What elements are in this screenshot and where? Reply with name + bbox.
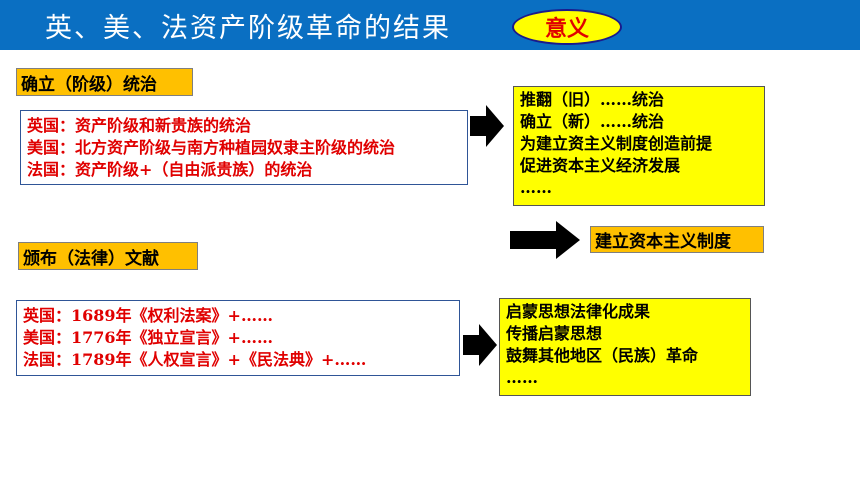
section2-list: 英国：1689年《权利法案》+…… 美国：1776年《独立宣言》+…… 法国：1…	[16, 300, 460, 376]
section1-item: 法国：资产阶级+（自由派贵族）的统治	[27, 160, 313, 179]
section1-meaning-item: 为建立资主义制度创造前提	[520, 134, 713, 153]
section1-item: 英国：资产阶级和新贵族的统治	[27, 116, 252, 135]
section2-item: 英国：1689年《权利法案》+……	[23, 306, 273, 325]
section1-meaning-item: 促进资本主义经济发展	[520, 156, 681, 175]
section1-item: 美国：北方资产阶级与南方种植园奴隶主阶级的统治	[27, 138, 396, 157]
section2-meaning-item: ……	[506, 368, 538, 387]
header-bar: 英、美、法资产阶级革命的结果 意义	[0, 0, 860, 50]
section1-meaning-box: 推翻（旧）……统治 确立（新）……统治 为建立资主义制度创造前提 促进资本主义经…	[513, 86, 765, 206]
section1-meaning-item: ……	[520, 178, 552, 197]
section2-meaning-item: 传播启蒙思想	[506, 324, 603, 343]
right-arrow-icon	[510, 221, 580, 259]
section1-meaning-item: 推翻（旧）……统治	[520, 90, 665, 109]
right-arrow-icon	[470, 105, 504, 147]
section2-label: 颁布（法律）文献	[18, 242, 198, 270]
section2-item: 美国：1776年《独立宣言》+……	[23, 328, 273, 347]
section2-meaning-box: 启蒙思想法律化成果 传播启蒙思想 鼓舞其他地区（民族）革命 ……	[499, 298, 751, 396]
result-box: 建立资本主义制度	[590, 226, 764, 253]
section1-meaning-item: 确立（新）……统治	[520, 112, 665, 131]
section1-label: 确立（阶级）统治	[16, 68, 193, 96]
section2-meaning-item: 启蒙思想法律化成果	[506, 302, 651, 321]
page-title: 英、美、法资产阶级革命的结果	[45, 13, 451, 44]
right-arrow-icon	[463, 324, 497, 366]
section2-meaning-item: 鼓舞其他地区（民族）革命	[506, 346, 699, 365]
section2-item: 法国：1789年《人权宣言》+《民法典》+……	[23, 350, 367, 369]
meaning-oval: 意义	[512, 9, 622, 45]
section1-list: 英国：资产阶级和新贵族的统治 美国：北方资产阶级与南方种植园奴隶主阶级的统治 法…	[20, 110, 468, 185]
